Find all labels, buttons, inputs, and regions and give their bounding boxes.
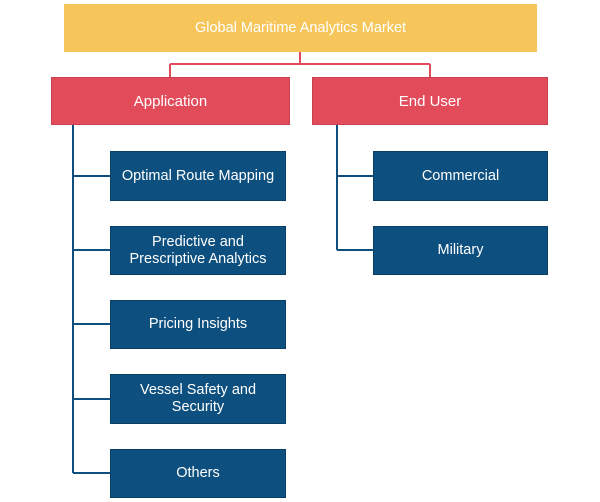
leaf-military: Military xyxy=(373,226,548,275)
root-connectors xyxy=(169,52,431,77)
root-node-label: Global Maritime Analytics Market xyxy=(194,19,407,36)
leaf-label: Optimal Route Mapping xyxy=(121,167,275,184)
leaf-pricing-insights: Pricing Insights xyxy=(110,300,286,349)
leaf-label: Commercial xyxy=(421,167,500,184)
root-node: Global Maritime Analytics Market xyxy=(64,4,537,52)
category-application-label: Application xyxy=(133,92,208,110)
leaf-label: Pricing Insights xyxy=(148,316,248,332)
category-application: Application xyxy=(51,77,290,125)
leaf-label: Military xyxy=(437,242,484,258)
leaf-label: Others xyxy=(176,465,220,481)
leaf-vessel-safety-security: Vessel Safety and Security xyxy=(110,374,286,424)
leaf-label: Vessel Safety and Security xyxy=(139,382,257,415)
application-tree-connectors xyxy=(72,125,110,474)
leaf-optimal-route-mapping: Optimal Route Mapping xyxy=(110,151,286,201)
leaf-commercial: Commercial xyxy=(373,151,548,201)
end-user-tree-connectors xyxy=(336,125,373,251)
leaf-predictive-prescriptive-analytics: Predictive and Prescriptive Analytics xyxy=(110,226,286,275)
category-end-user: End User xyxy=(312,77,548,125)
category-end-user-label: End User xyxy=(398,92,462,110)
leaf-label: Predictive and Prescriptive Analytics xyxy=(129,233,267,267)
leaf-others: Others xyxy=(110,449,286,498)
